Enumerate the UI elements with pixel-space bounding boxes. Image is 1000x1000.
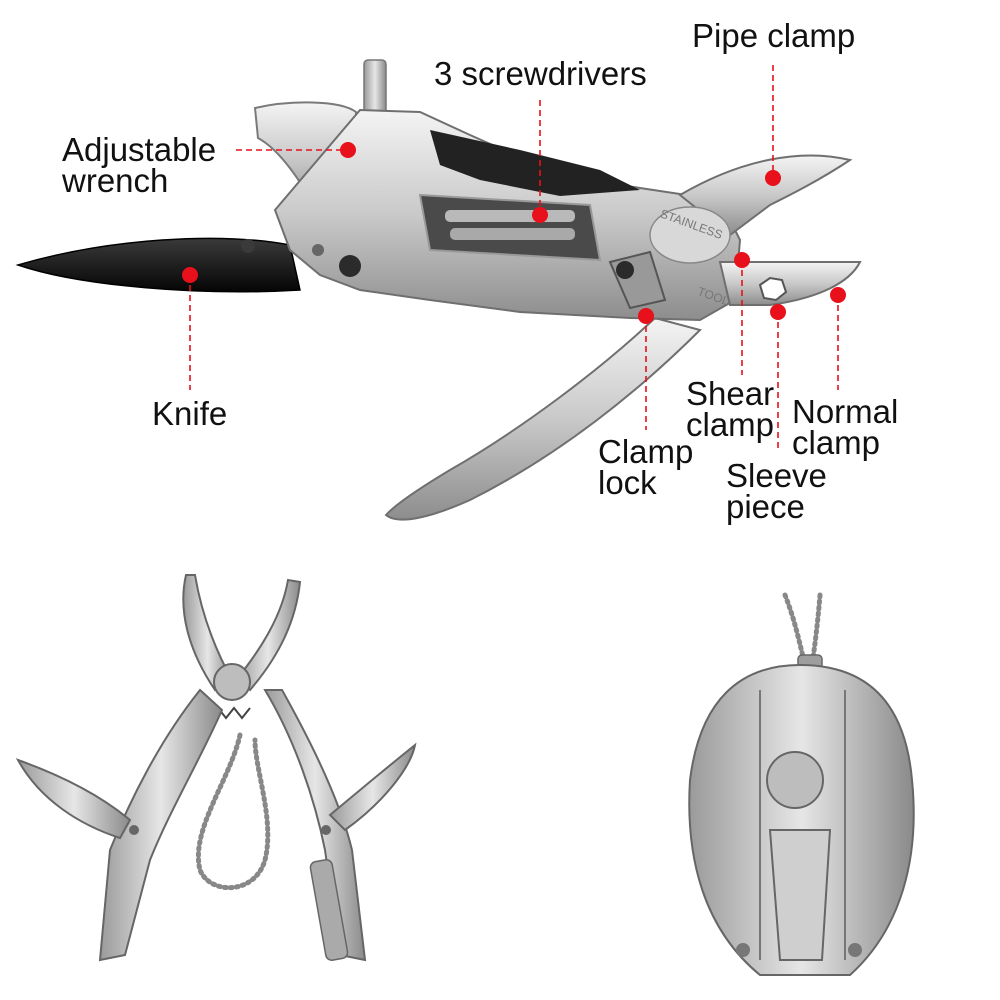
plier-handle-right — [263, 689, 367, 962]
label-adjustable-wrench-line2: wrench — [62, 162, 169, 199]
marker-screwdrivers — [532, 207, 548, 223]
pivot-rivet — [766, 751, 824, 809]
label-adjustable-wrench-line1: Adjustable — [62, 131, 217, 168]
bead-chain — [196, 732, 271, 891]
folded-body — [688, 663, 915, 976]
folding-file — [309, 859, 349, 961]
label-shear-clamp-line1: Shear — [686, 375, 775, 412]
marker-clamp-lock — [638, 308, 654, 324]
mini-pliers-open — [15, 574, 417, 962]
label-pipe-clamp: Pipe clamp — [692, 17, 856, 54]
label-shear-clamp-line2: clamp — [686, 406, 775, 443]
folded-jaws — [768, 829, 832, 961]
label-adjustable-wrench: Adjustable wrench — [62, 131, 217, 199]
folding-screwdriver — [328, 742, 417, 832]
label-knife-line1: Knife — [152, 395, 228, 432]
label-screwdrivers: 3 screwdrivers — [434, 55, 647, 92]
marker-knife — [182, 267, 198, 283]
saw-blade — [384, 316, 702, 521]
upper-jaw — [678, 154, 853, 237]
label-sleeve-piece: Sleeve piece — [726, 457, 827, 525]
label-clamp-lock: Clamp lock — [598, 433, 694, 501]
plier-handle-left — [98, 688, 224, 962]
label-knife: Knife — [152, 395, 228, 432]
knife-blade — [15, 237, 301, 293]
marker-shear-clamp — [734, 252, 750, 268]
handle-grip — [430, 130, 640, 196]
leader-lines — [189, 65, 839, 450]
folding-knife — [15, 758, 132, 840]
label-shear-clamp: Shear clamp — [686, 375, 775, 443]
marker-sleeve-piece — [770, 304, 786, 320]
label-normal-clamp-line1: Normal — [792, 393, 899, 430]
label-normal-clamp-line2: clamp — [792, 424, 881, 461]
marker-pipe-clamp — [765, 170, 781, 186]
label-clamp-lock-line1: Clamp — [598, 433, 694, 470]
multitool-wrench: STAINLESS TOOL — [15, 59, 862, 521]
label-sleeve-piece-line2: piece — [726, 488, 805, 525]
screwdriver-window — [418, 193, 602, 262]
label-screwdrivers-line1: 3 screwdrivers — [434, 55, 647, 92]
label-sleeve-piece-line1: Sleeve — [726, 457, 827, 494]
label-normal-clamp: Normal clamp — [792, 393, 899, 461]
label-clamp-lock-line2: lock — [598, 464, 657, 501]
label-pipe-clamp-line1: Pipe clamp — [692, 17, 856, 54]
marker-normal-clamp — [830, 287, 846, 303]
sleeve-hole — [758, 276, 788, 302]
marker-adjustable-wrench — [340, 142, 356, 158]
lower-jaw — [718, 261, 862, 306]
mini-pliers-folded — [688, 592, 915, 976]
